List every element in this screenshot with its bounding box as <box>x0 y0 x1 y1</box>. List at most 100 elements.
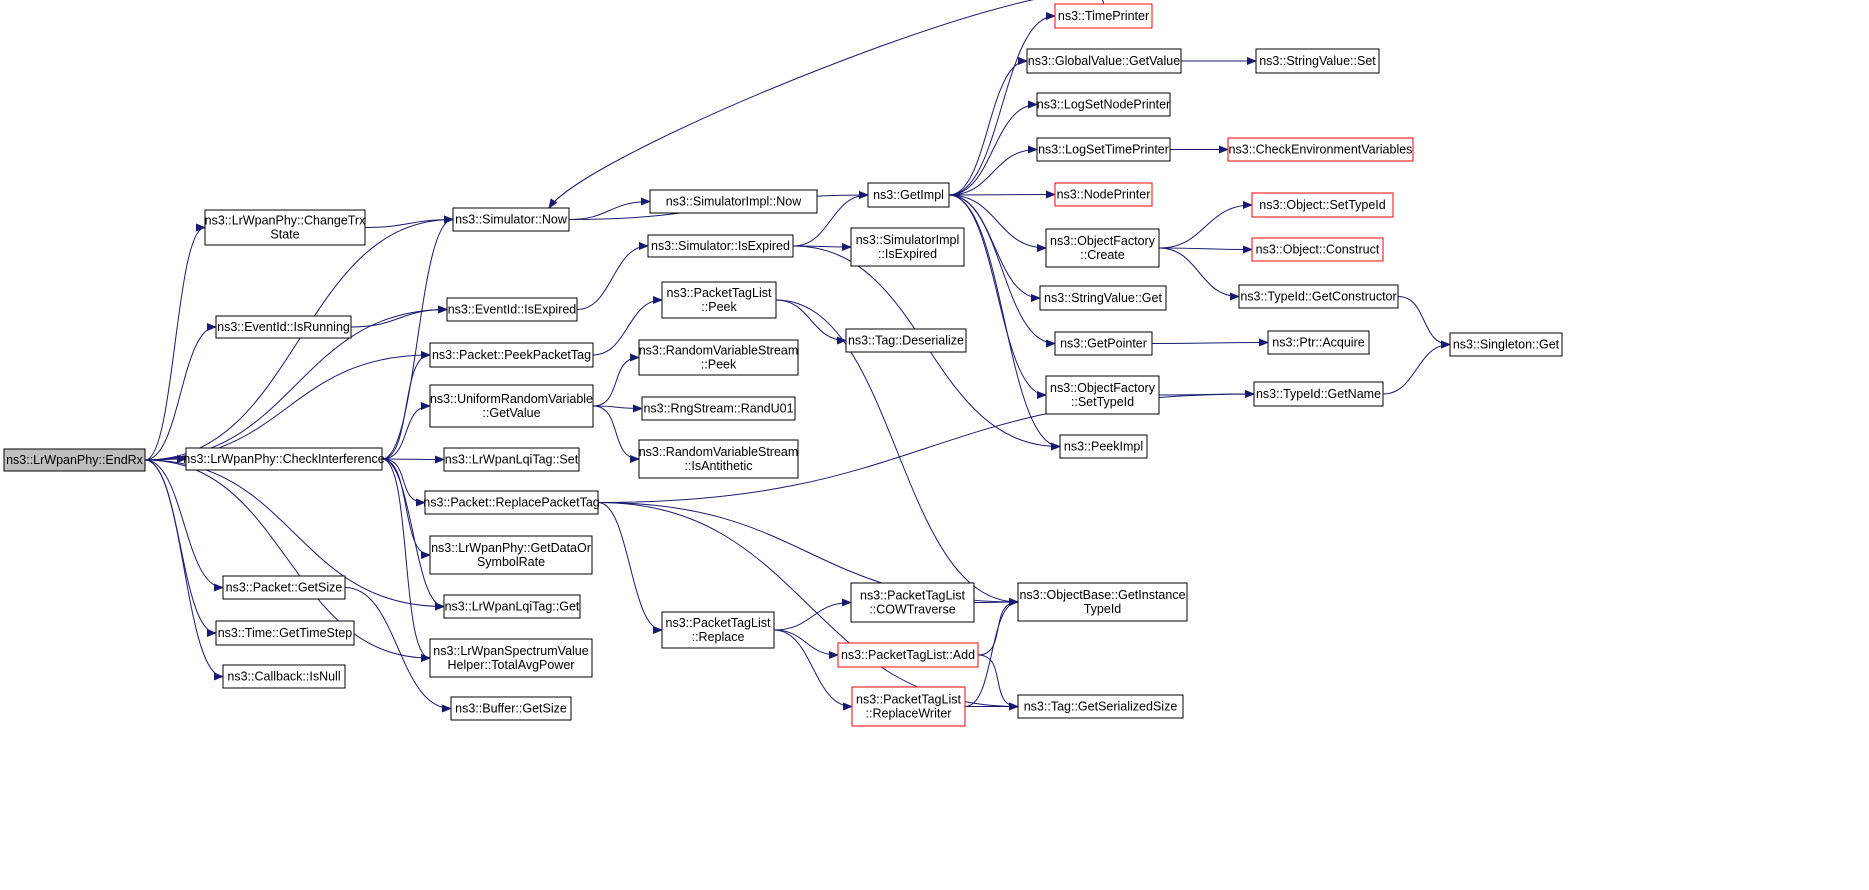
node-box-rvs_isantithetic[interactable] <box>638 439 799 479</box>
node-box-objfactory_settypeid[interactable] <box>1045 375 1160 415</box>
node-tag_deserialize[interactable]: ns3::Tag::Deserialize <box>845 328 967 353</box>
node-globalvalue_getvalue[interactable]: ns3::GlobalValue::GetValue <box>1026 48 1182 74</box>
node-peekpackettag[interactable]: ns3::Packet::PeekPacketTag <box>429 342 594 368</box>
node-box-ptl_peek[interactable] <box>661 281 777 319</box>
node-callback_isnull[interactable]: ns3::Callback::IsNull <box>222 664 346 689</box>
node-tag_getserializedsize[interactable]: ns3::Tag::GetSerializedSize <box>1017 694 1184 719</box>
node-box-ptr_acquire[interactable] <box>1267 330 1370 355</box>
node-box-object_settypeid[interactable] <box>1251 192 1394 218</box>
node-box-changetrx[interactable] <box>204 209 366 246</box>
node-timeprinter[interactable]: ns3::TimePrinter <box>1054 3 1153 29</box>
node-box-objfactory_create[interactable] <box>1045 228 1160 268</box>
node-box-getinstancetypeid[interactable] <box>1017 582 1188 622</box>
node-box-sim_isexpired[interactable] <box>647 234 794 258</box>
node-box-globalvalue_getvalue[interactable] <box>1026 48 1182 74</box>
node-box-stringvalue_set[interactable] <box>1255 48 1380 74</box>
node-object_construct[interactable]: ns3::Object::Construct <box>1251 237 1384 262</box>
node-box-checkinterference[interactable] <box>185 447 383 471</box>
node-box-sim_now[interactable] <box>452 207 570 232</box>
node-box-stringvalue_get[interactable] <box>1039 285 1167 311</box>
node-objfactory_create[interactable]: ns3::ObjectFactory::Create <box>1045 228 1160 268</box>
node-logsetnodeprinter[interactable]: ns3::LogSetNodePrinter <box>1036 92 1171 117</box>
node-box-buffer_getsize[interactable] <box>450 696 572 721</box>
node-typeid_getname[interactable]: ns3::TypeId::GetName <box>1253 381 1384 407</box>
node-simimpl_isexpired[interactable]: ns3::SimulatorImpl::IsExpired <box>850 227 965 267</box>
node-randu01[interactable]: ns3::RngStream::RandU01 <box>641 396 796 421</box>
node-box-totalavgpower[interactable] <box>429 638 593 678</box>
node-eventid_isrunning[interactable]: ns3::EventId::IsRunning <box>215 315 352 339</box>
node-checkinterference[interactable]: ns3::LrWpanPhy::CheckInterference <box>183 447 385 471</box>
node-box-rvs_peek[interactable] <box>638 339 799 376</box>
node-totalavgpower[interactable]: ns3::LrWpanSpectrumValueHelper::TotalAvg… <box>429 638 593 678</box>
node-cowtraverse[interactable]: ns3::PacketTagList::COWTraverse <box>850 582 975 623</box>
node-box-eventid_isexpired[interactable] <box>446 297 578 322</box>
node-ptl_add[interactable]: ns3::PacketTagList::Add <box>837 642 979 668</box>
node-rvs_isantithetic[interactable]: ns3::RandomVariableStream::IsAntithetic <box>638 439 799 479</box>
node-box-callback_isnull[interactable] <box>222 664 346 689</box>
node-box-time_gettimestep[interactable] <box>215 620 355 646</box>
node-box-lqitag_set[interactable] <box>443 447 580 472</box>
node-box-nodeprinter[interactable] <box>1054 182 1153 207</box>
node-simimpl_now[interactable]: ns3::SimulatorImpl::Now <box>649 189 818 214</box>
node-lqitag_set[interactable]: ns3::LrWpanLqiTag::Set <box>443 447 580 472</box>
node-box-logsetnodeprinter[interactable] <box>1036 92 1171 117</box>
node-box-replacewriter[interactable] <box>851 686 966 727</box>
node-box-ptl_replace[interactable] <box>661 611 775 649</box>
node-box-typeid_getname[interactable] <box>1253 381 1384 407</box>
node-box-replacepackettag[interactable] <box>424 490 599 515</box>
node-object_settypeid[interactable]: ns3::Object::SetTypeId <box>1251 192 1394 218</box>
node-stringvalue_get[interactable]: ns3::StringValue::Get <box>1039 285 1167 311</box>
node-box-simimpl_isexpired[interactable] <box>850 227 965 267</box>
node-checkenvvars[interactable]: ns3::CheckEnvironmentVariables <box>1227 137 1414 162</box>
node-buffer_getsize[interactable]: ns3::Buffer::GetSize <box>450 696 572 721</box>
node-box-peekimpl[interactable] <box>1059 434 1148 459</box>
node-eventid_isexpired[interactable]: ns3::EventId::IsExpired <box>446 297 578 322</box>
node-box-tag_getserializedsize[interactable] <box>1017 694 1184 719</box>
node-box-cowtraverse[interactable] <box>850 582 975 623</box>
node-lqitag_get[interactable]: ns3::LrWpanLqiTag::Get <box>443 594 581 619</box>
node-nodeprinter[interactable]: ns3::NodePrinter <box>1054 182 1153 207</box>
node-peekimpl[interactable]: ns3::PeekImpl <box>1059 434 1148 459</box>
node-stringvalue_set[interactable]: ns3::StringValue::Set <box>1255 48 1380 74</box>
node-box-eventid_isrunning[interactable] <box>215 315 352 339</box>
node-box-simimpl_now[interactable] <box>649 189 818 214</box>
node-box-lqitag_get[interactable] <box>443 594 581 619</box>
node-box-getdatarate[interactable] <box>429 535 593 575</box>
node-box-peekpackettag[interactable] <box>429 342 594 368</box>
node-box-tag_deserialize[interactable] <box>845 328 967 353</box>
node-getimpl[interactable]: ns3::GetImpl <box>867 182 950 208</box>
node-box-packet_getsize[interactable] <box>222 575 346 600</box>
node-box-getpointer[interactable] <box>1054 331 1153 356</box>
node-box-randu01[interactable] <box>641 396 796 421</box>
node-getpointer[interactable]: ns3::GetPointer <box>1054 331 1153 356</box>
node-objfactory_settypeid[interactable]: ns3::ObjectFactory::SetTypeId <box>1045 375 1160 415</box>
node-box-singleton_get[interactable] <box>1449 332 1563 357</box>
node-logsettimeprinter[interactable]: ns3::LogSetTimePrinter <box>1036 137 1171 162</box>
node-rvs_peek[interactable]: ns3::RandomVariableStream::Peek <box>638 339 799 376</box>
node-time_gettimestep[interactable]: ns3::Time::GetTimeStep <box>215 620 355 646</box>
node-ptl_peek[interactable]: ns3::PacketTagList::Peek <box>661 281 777 319</box>
node-replacewriter[interactable]: ns3::PacketTagList::ReplaceWriter <box>851 686 966 727</box>
node-packet_getsize[interactable]: ns3::Packet::GetSize <box>222 575 346 600</box>
node-replacepackettag[interactable]: ns3::Packet::ReplacePacketTag <box>423 490 600 515</box>
node-singleton_get[interactable]: ns3::Singleton::Get <box>1449 332 1563 357</box>
node-box-getimpl[interactable] <box>867 182 950 208</box>
node-box-uniform_getvalue[interactable] <box>429 384 594 428</box>
node-box-ptl_add[interactable] <box>837 642 979 668</box>
node-ptl_replace[interactable]: ns3::PacketTagList::Replace <box>661 611 775 649</box>
node-box-endrx[interactable] <box>3 448 146 472</box>
node-sim_now[interactable]: ns3::Simulator::Now <box>452 207 570 232</box>
node-box-checkenvvars[interactable] <box>1227 137 1414 162</box>
node-uniform_getvalue[interactable]: ns3::UniformRandomVariable::GetValue <box>429 384 594 428</box>
node-box-timeprinter[interactable] <box>1054 3 1153 29</box>
node-box-object_construct[interactable] <box>1251 237 1384 262</box>
node-box-logsettimeprinter[interactable] <box>1036 137 1171 162</box>
node-ptr_acquire[interactable]: ns3::Ptr::Acquire <box>1267 330 1370 355</box>
node-box-typeid_getconstructor[interactable] <box>1238 284 1399 309</box>
node-sim_isexpired[interactable]: ns3::Simulator::IsExpired <box>647 234 794 258</box>
node-typeid_getconstructor[interactable]: ns3::TypeId::GetConstructor <box>1238 284 1399 309</box>
node-endrx[interactable]: ns3::LrWpanPhy::EndRx <box>3 448 146 472</box>
